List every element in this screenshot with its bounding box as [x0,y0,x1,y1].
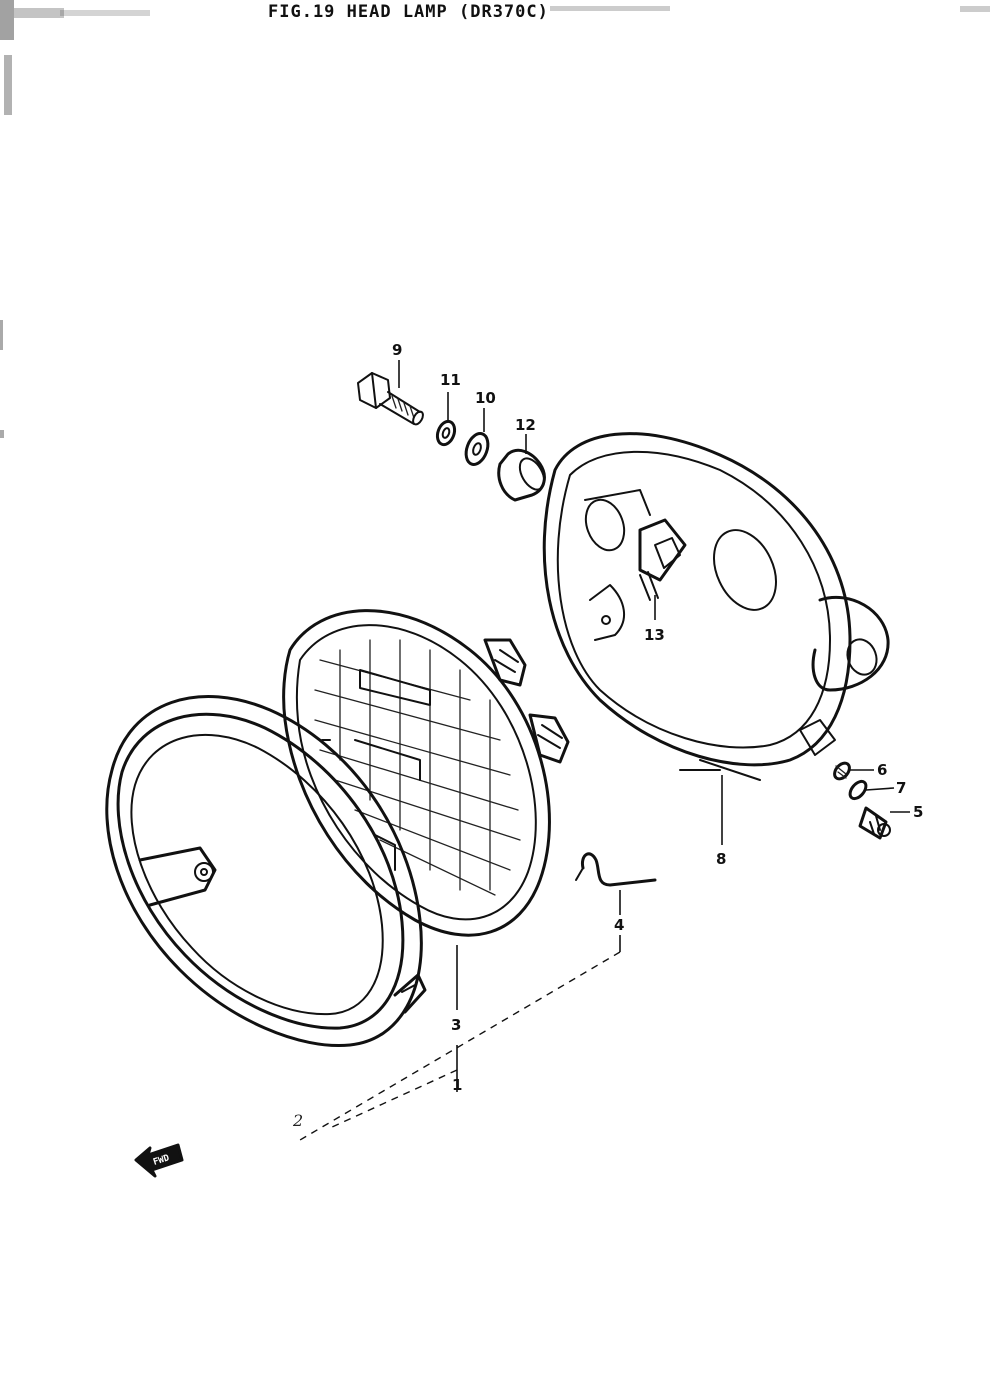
socket-connector-part-13 [638,518,687,601]
callout-10: 10 [475,389,496,407]
callout-4: 4 [614,916,624,934]
callout-11: 11 [440,371,461,389]
spring-nut-part-6 [833,761,851,781]
callout-13: 13 [644,626,665,644]
headlamp-rim-part-1 [105,695,427,1048]
callout-8: 8 [716,850,726,868]
washer-part-10 [464,432,490,466]
headlamp-housing-part-8 [542,432,890,781]
bolt-part-9 [357,372,424,426]
leader-lines [299,360,910,1141]
callout-12: 12 [515,416,536,434]
callout-2: 2 [292,1111,303,1130]
front-direction-arrow: FWD [134,1143,184,1178]
front-marker-text: FWD [152,1153,171,1168]
lock-washer-part-11 [435,419,457,447]
scan-noise [0,0,990,438]
spacer-part-12 [497,448,546,502]
callout-1: 1 [452,1076,462,1094]
callout-5: 5 [913,803,923,821]
sealed-beam-unit-part-3 [282,609,570,937]
callout-9: 9 [392,341,402,359]
spring-part-4 [575,852,657,887]
washer-part-7 [848,779,868,801]
callout-7: 7 [896,779,906,797]
callout-labels: 9 11 10 12 13 6 7 5 8 4 3 1 2 [292,341,923,1130]
figure-title: FIG.19 HEAD LAMP (DR370C) [268,2,549,22]
lens-pattern [314,639,521,896]
callout-6: 6 [877,761,887,779]
screw-part-5 [858,806,891,840]
callout-3: 3 [451,1016,461,1034]
